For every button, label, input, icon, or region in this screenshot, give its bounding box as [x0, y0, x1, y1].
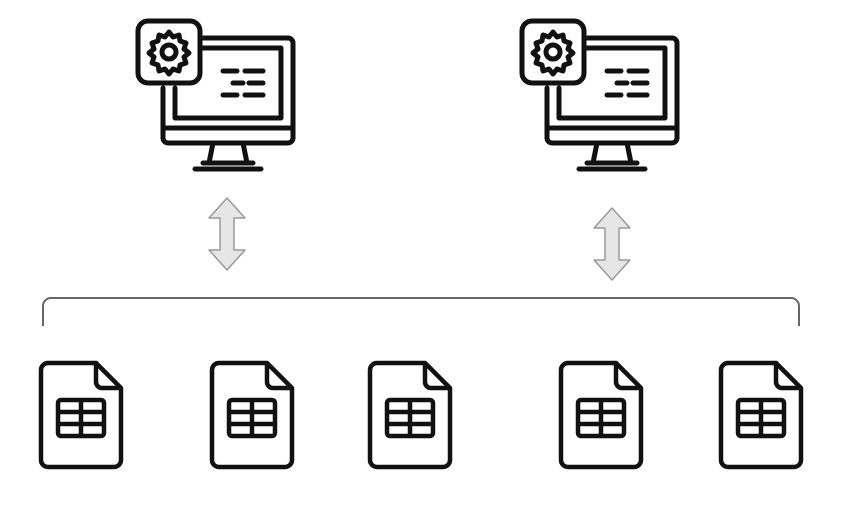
spreadsheet-file-icon: [367, 360, 455, 470]
spreadsheet-file-icon: [718, 360, 806, 470]
bracket-connector: [38, 292, 804, 332]
double-arrow-vertical-icon: [592, 206, 632, 282]
computer-settings-icon: [517, 16, 682, 176]
spreadsheet-file-icon: [209, 360, 297, 470]
double-arrow-vertical-icon: [207, 196, 247, 272]
spreadsheet-file-icon: [558, 360, 646, 470]
computer-settings-icon: [133, 16, 298, 176]
spreadsheet-file-icon: [38, 360, 126, 470]
